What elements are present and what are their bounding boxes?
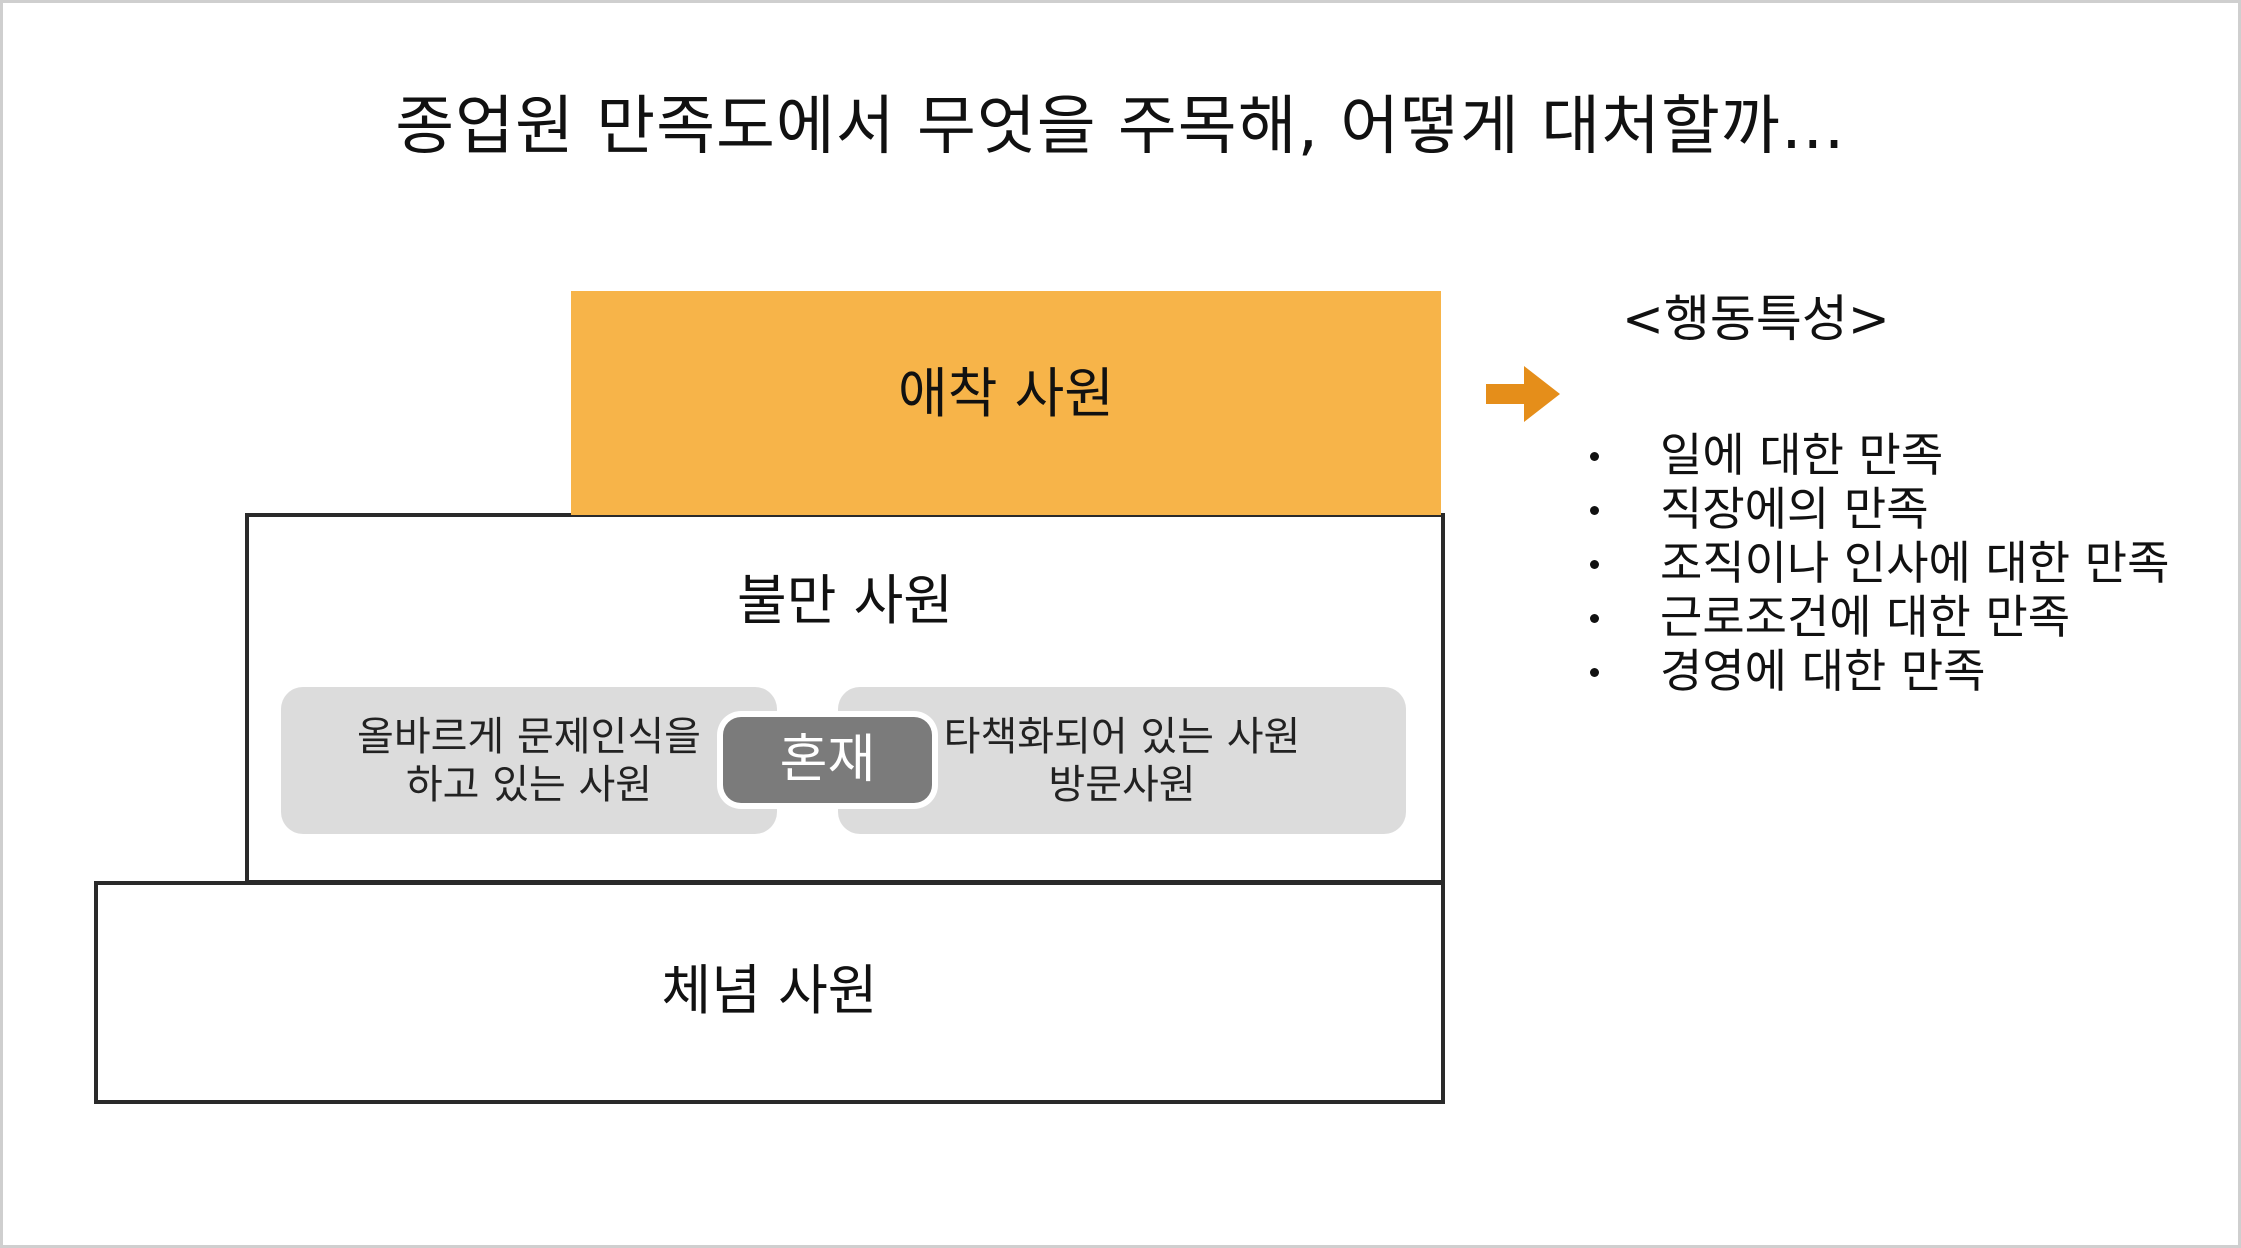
arrow-right-icon	[1486, 366, 1560, 422]
blame-others-line2: 방문사원	[1048, 761, 1196, 808]
bullet-icon	[1590, 668, 1599, 677]
resigned-employee-label: 체념 사원	[661, 959, 878, 1022]
problem-aware-line1: 올바르게 문제인식을	[357, 713, 701, 760]
bullet-icon	[1590, 452, 1599, 461]
behavior-item: 근로조건에 대한 만족	[1590, 590, 2169, 644]
behavior-item: 경영에 대한 만족	[1590, 644, 2169, 698]
behavior-title: <행동특성>	[1622, 290, 1890, 348]
bullet-icon	[1590, 560, 1599, 569]
dissatisfied-employee-label: 불만 사원	[737, 569, 953, 632]
problem-aware-line2: 하고 있는 사원	[405, 761, 653, 808]
mixed-badge: 혼재	[723, 717, 932, 803]
bullet-icon	[1590, 506, 1599, 515]
behavior-list: 일에 대한 만족 직장에의 만족 조직이나 인사에 대한 만족 근로조건에 대한…	[1590, 428, 2169, 698]
behavior-item: 직장에의 만족	[1590, 482, 2169, 536]
blame-others-line1: 타책화되어 있는 사원	[943, 713, 1301, 760]
slide-title: 종업원 만족도에서 무엇을 주목해, 어떻게 대처할까…	[395, 90, 1846, 164]
blame-others-employee-pill: 타책화되어 있는 사원 방문사원	[838, 687, 1406, 834]
problem-aware-employee-pill: 올바르게 문제인식을 하고 있는 사원	[281, 687, 777, 834]
attached-employee-tier	[571, 291, 1441, 515]
bullet-icon	[1590, 614, 1599, 623]
behavior-item: 일에 대한 만족	[1590, 428, 2169, 482]
behavior-item: 조직이나 인사에 대한 만족	[1590, 536, 2169, 590]
attached-employee-label: 애착 사원	[898, 362, 1114, 425]
